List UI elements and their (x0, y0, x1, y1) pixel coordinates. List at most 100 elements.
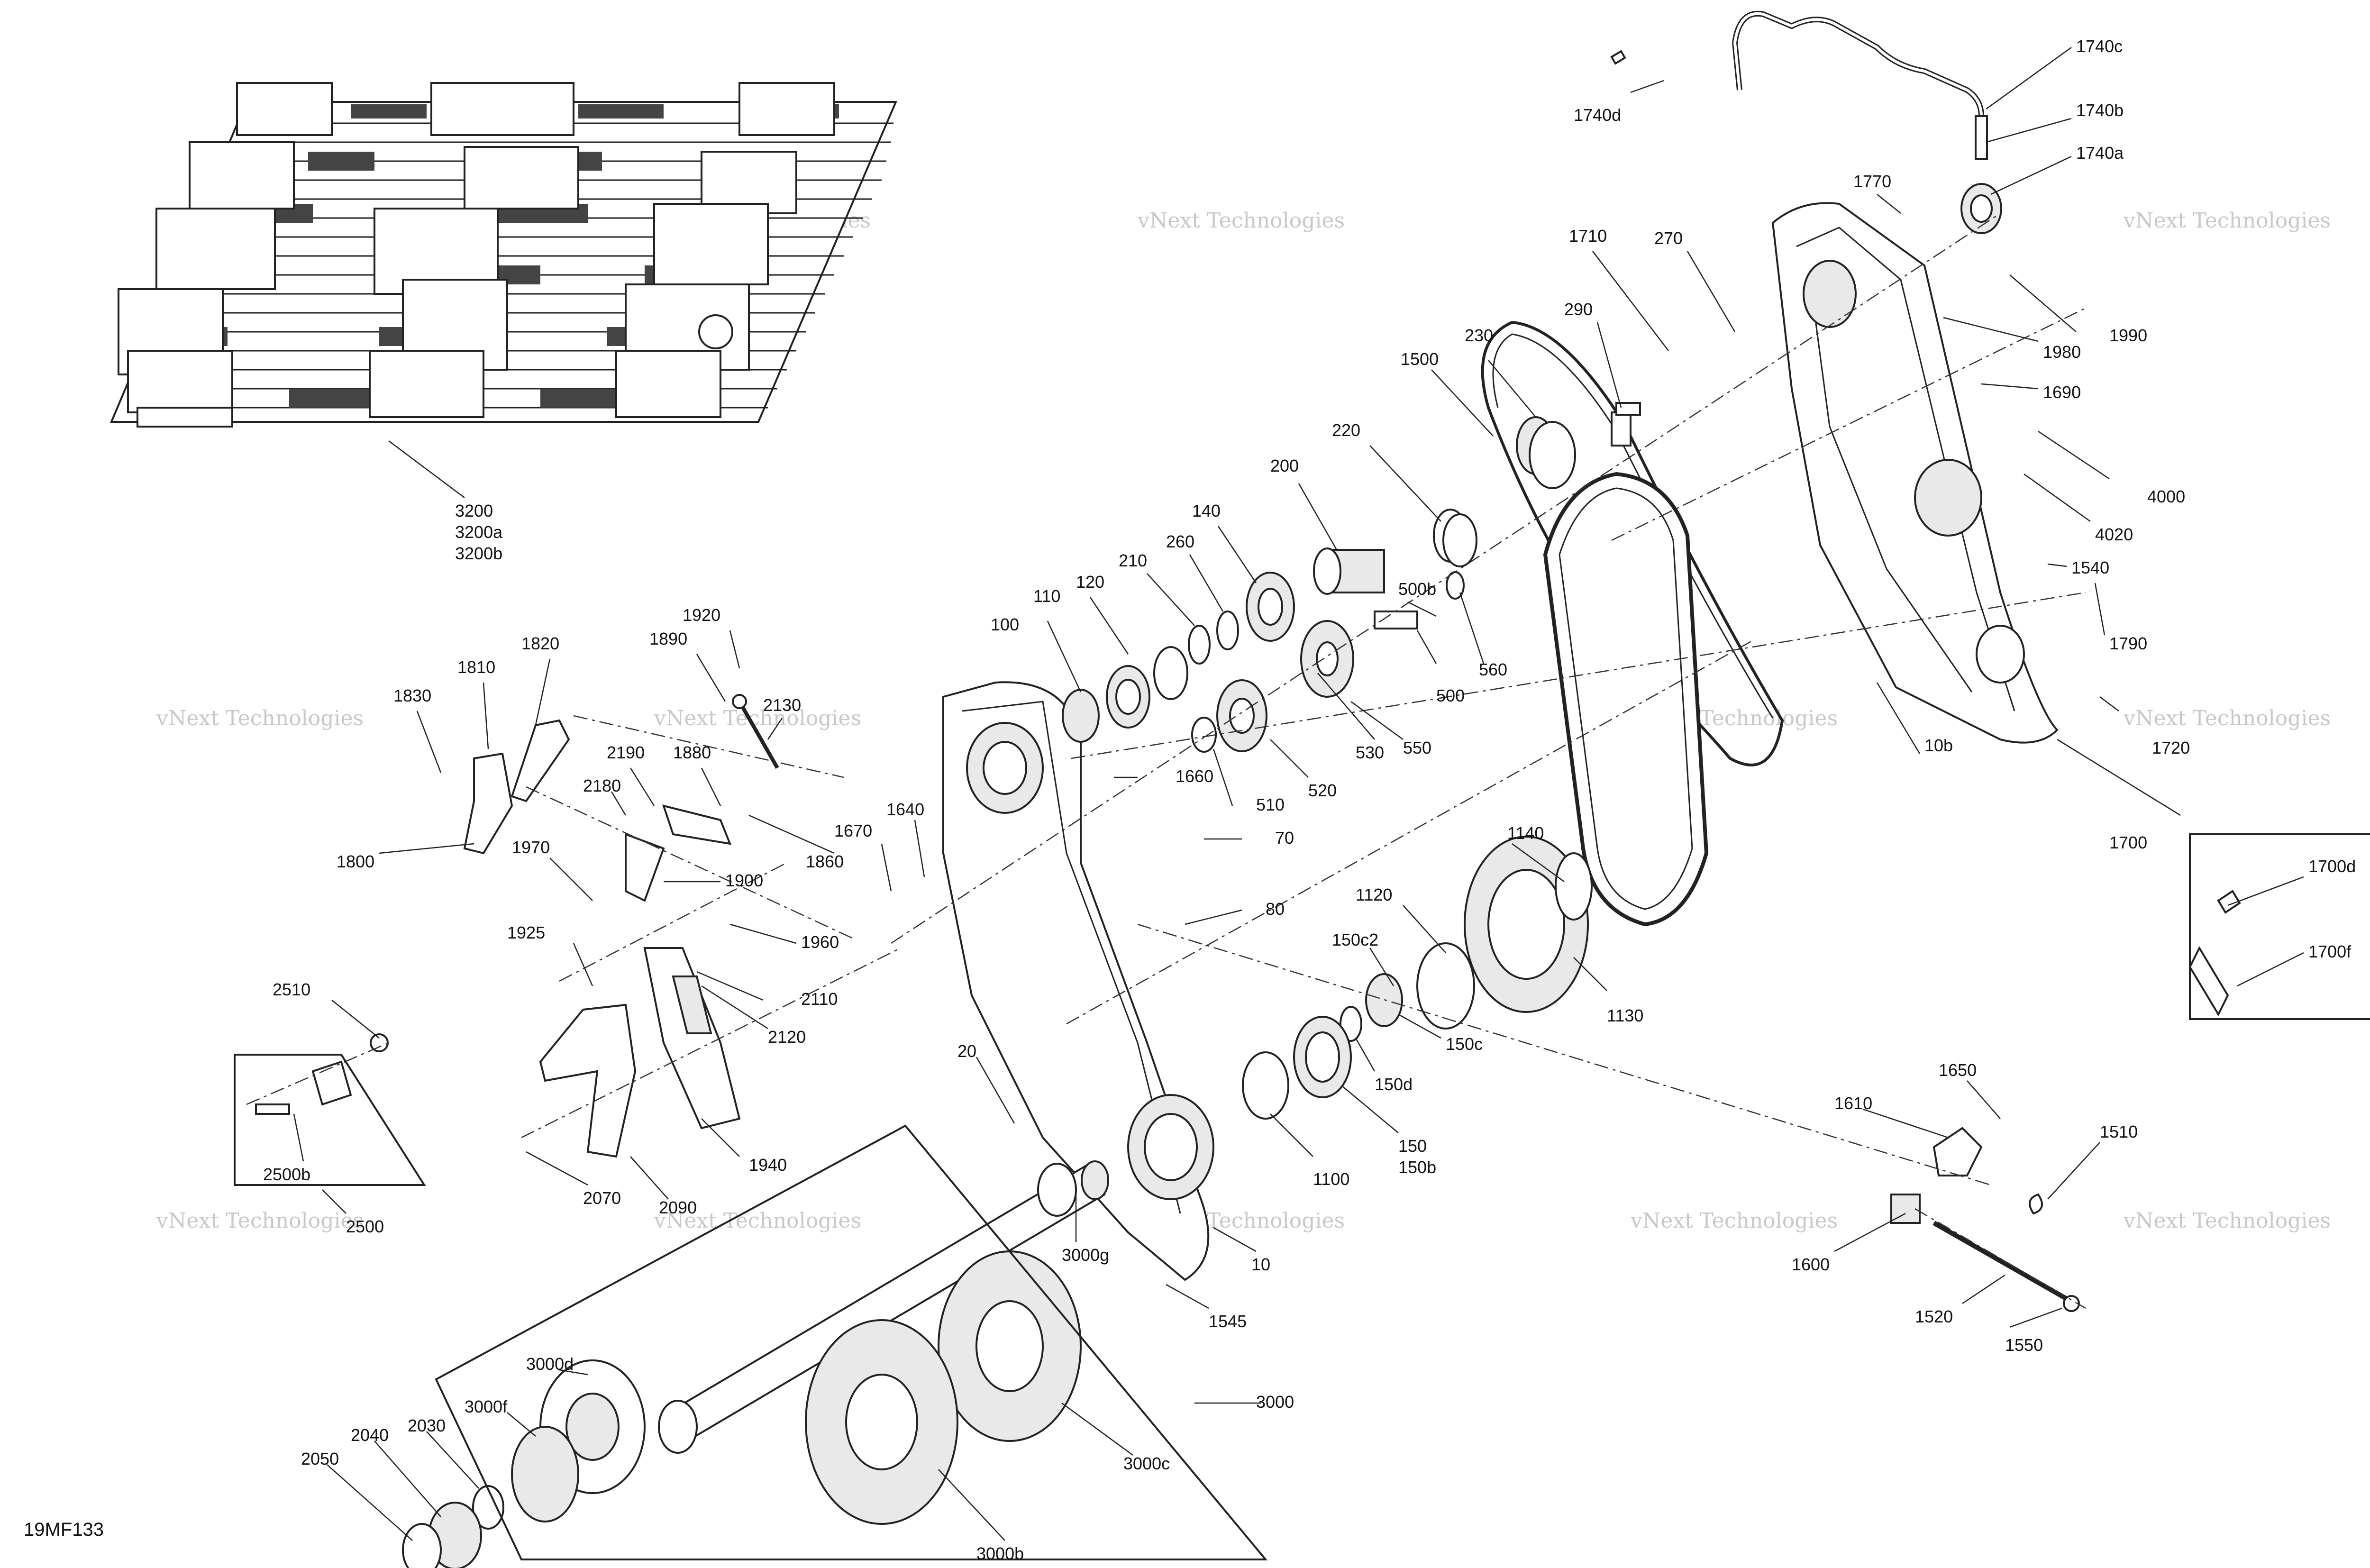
callout: 1860 (806, 852, 844, 871)
oil-tube-drawing (1610, 10, 2002, 234)
callout: 150d (1375, 1075, 1413, 1094)
callout: 1700 (2109, 833, 2147, 852)
callout: 1700f (2308, 942, 2352, 961)
callout: 200 (1270, 456, 1299, 475)
callout: 2500 (346, 1217, 384, 1236)
watermark: vNext Technologies (1137, 209, 1345, 233)
callout: 1510 (2100, 1122, 2138, 1141)
callout: 4000 (2147, 487, 2185, 506)
callout: 1990 (2109, 326, 2147, 345)
callout: 1720 (2152, 738, 2190, 757)
chaincase-housing-drawing (942, 681, 1214, 1281)
callout: 3000c (1123, 1454, 1170, 1473)
callout: 1940 (749, 1155, 787, 1175)
watermark: vNext Technologies (2123, 209, 2331, 233)
callout: 2130 (763, 695, 801, 715)
callout: 1740a (2076, 143, 2124, 163)
callout: 1540 (2071, 558, 2109, 577)
callout: 2110 (801, 989, 838, 1009)
callout: 500 (1436, 686, 1465, 705)
watermark: vNext Technologies (156, 1209, 364, 1233)
callout: 3200 (455, 501, 493, 520)
callout: 1130 (1607, 1006, 1643, 1025)
callout: 70 (1275, 828, 1294, 848)
callout: 500b (1398, 579, 1436, 599)
callout: 3000 (1256, 1392, 1294, 1412)
callout: 260 (1166, 532, 1194, 551)
callout: 1610 (1834, 1094, 1872, 1113)
callout: 1800 (337, 852, 374, 871)
callout: 1670 (834, 821, 872, 840)
callout: 220 (1332, 420, 1360, 440)
callout: 1980 (2043, 342, 2081, 362)
watermark: vNext Technologies (654, 706, 861, 730)
callout: 1520 (1915, 1307, 1953, 1326)
callout: 2030 (408, 1416, 446, 1435)
callout: 270 (1654, 228, 1683, 248)
callout: 3000d (526, 1354, 574, 1374)
callout: 120 (1076, 572, 1104, 592)
callout: 4020 (2095, 525, 2133, 544)
callout: 80 (1266, 899, 1285, 919)
callout: 2180 (583, 776, 621, 795)
callout: 1770 (1853, 172, 1891, 191)
callout: 1660 (1176, 766, 1213, 786)
inset-frames (234, 833, 2370, 1560)
callout: 1925 (507, 923, 545, 942)
callout: 1710 (1569, 226, 1607, 246)
callout: 10 (1251, 1255, 1270, 1274)
callout: 1700d (2308, 857, 2356, 876)
axis-lines (246, 212, 2086, 1309)
callout: 1600 (1792, 1255, 1830, 1274)
callout: 1740d (1574, 105, 1621, 125)
callout: 1550 (2005, 1335, 2043, 1355)
callout: 560 (1479, 660, 1507, 679)
callout: 2190 (607, 743, 645, 762)
callout: 20 (957, 1041, 976, 1061)
callout: 1500 (1401, 349, 1439, 369)
watermark: vNext Technologies (156, 706, 364, 730)
callout: 1640 (886, 800, 924, 819)
callout: 3000b (976, 1544, 1024, 1563)
diagram-code: 19MF133 (24, 1519, 104, 1540)
callout: 550 (1403, 738, 1431, 757)
callout: 2120 (768, 1027, 806, 1047)
callout: 1650 (1939, 1060, 1977, 1080)
callout: 3000g (1062, 1245, 1109, 1265)
watermark: vNext Technologies (2123, 1209, 2331, 1233)
callout: 2090 (659, 1198, 697, 1217)
track-drawing (109, 82, 898, 428)
callout: 1690 (2043, 383, 2081, 402)
callout: 1970 (512, 838, 550, 857)
callout: 1900 (725, 871, 763, 890)
callout: 1830 (393, 686, 431, 705)
callout: 210 (1119, 551, 1147, 570)
watermark: vNext Technologies (654, 1209, 861, 1233)
callout: 1890 (649, 629, 687, 648)
leader-lines (293, 46, 2304, 1541)
callout: 510 (1256, 795, 1285, 814)
callout: 1820 (521, 634, 559, 653)
callout-labels: 3200 3200a 3200b 1740c 1740d 1740b 1740a… (263, 36, 2356, 1563)
gears-drawing (1062, 402, 1641, 1120)
callout: 2510 (273, 980, 310, 999)
callout: 2070 (583, 1188, 621, 1208)
callout: 2500b (263, 1165, 310, 1184)
callout: 3200a (455, 522, 503, 542)
callout: 10b (1924, 736, 1953, 755)
shift-linkage-drawing (463, 694, 779, 1158)
callout: 110 (1033, 586, 1060, 606)
watermark: vNext Technologies (2123, 706, 2331, 730)
callout: 2040 (351, 1425, 389, 1445)
callout: 1140 (1507, 823, 1544, 843)
callout: 1740c (2076, 36, 2123, 56)
callout: 100 (991, 615, 1019, 634)
callout: 1920 (683, 605, 720, 625)
callout: 3200b (455, 544, 502, 563)
callout: 530 (1356, 743, 1384, 762)
callout: 290 (1564, 300, 1593, 319)
callout: 2050 (301, 1449, 339, 1468)
callout: 150 (1398, 1136, 1427, 1156)
callout: 1120 (1356, 885, 1392, 904)
